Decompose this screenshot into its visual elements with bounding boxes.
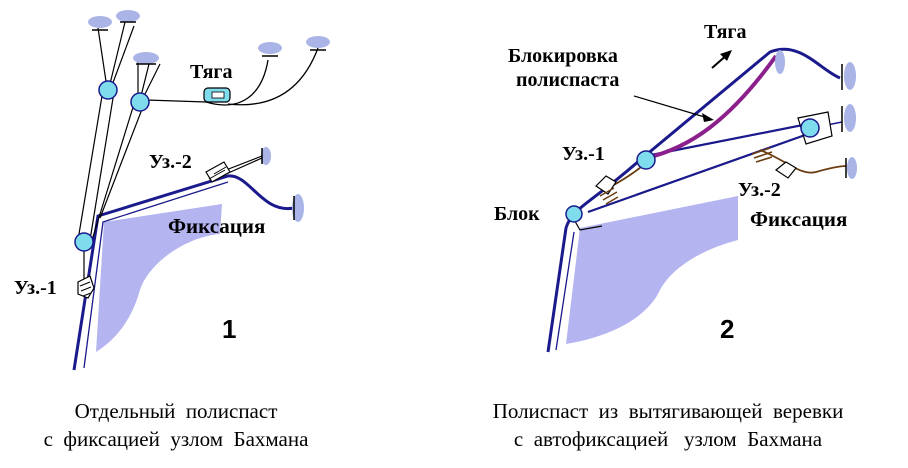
panel-number: 2 [720, 314, 734, 344]
lock-label-line2: полиспаста [516, 69, 619, 91]
knot-1-icon [595, 175, 619, 205]
knot-1-icon [77, 275, 95, 299]
panel-1: Тяга Уз.-2 Фиксация Уз.-1 1 [14, 10, 330, 371]
anchor-icon [88, 10, 330, 222]
panel-2: Тяга Блокировка полиспаста Уз.-1 Уз.-2 Б… [494, 21, 857, 353]
inner-rope [555, 231, 575, 351]
main-rope [72, 174, 295, 371]
pulley-icon [565, 205, 583, 223]
pulley-strand [91, 103, 135, 241]
lock-label-line1: Блокировка [508, 45, 618, 67]
pull-arrow-head [720, 50, 732, 61]
caption-2-line1: Полиспаст из вытягивающей веревки [493, 399, 844, 423]
panel-number: 1 [222, 314, 236, 344]
pulley-strand [77, 89, 104, 241]
anchor-icon [775, 50, 857, 179]
lock-arrow-head [702, 113, 714, 122]
upper-pulley [797, 111, 833, 145]
fixation-label: Фиксация [750, 207, 847, 231]
pull-label: Тяга [190, 61, 232, 83]
pulley-strand [99, 103, 145, 219]
caption-2-line2: с автофиксацией узлом Бахмана [514, 427, 823, 451]
pulley-strand [587, 132, 809, 214]
pull-rope-tail [227, 47, 319, 106]
fixation-label: Фиксация [168, 214, 265, 238]
pull-label: Тяга [704, 21, 746, 43]
knot-2-cord [759, 149, 847, 174]
knot-2-icon [751, 147, 797, 179]
lock-rope [645, 54, 778, 160]
pulley-icon [636, 150, 656, 170]
block-pulley [565, 205, 603, 231]
block-label: Блок [494, 203, 540, 225]
pulley-strand [89, 91, 115, 241]
lock-arrow [633, 95, 709, 119]
anchor-bars [841, 64, 847, 178]
grab-icon [203, 87, 231, 103]
slope-shape [96, 204, 222, 352]
pulley-icon [74, 232, 94, 252]
knot-2-label: Уз.-2 [738, 179, 781, 201]
pulley-icon [130, 92, 150, 112]
knot-2-label: Уз.-2 [149, 151, 192, 173]
knot-1-label: Уз.-1 [562, 143, 605, 165]
knot-2-icon [205, 155, 263, 183]
pulley-icon [98, 80, 118, 100]
inner-rope [83, 181, 229, 369]
anchor-bars [92, 21, 326, 220]
slope-shape [566, 196, 738, 344]
pulley-icon [800, 118, 820, 138]
caption-1-line1: Отдельный полиспаст [75, 399, 278, 423]
caption-1-line2: с фиксацией узлом Бахмана [44, 427, 310, 451]
knot-1-label: Уз.-1 [14, 277, 57, 299]
